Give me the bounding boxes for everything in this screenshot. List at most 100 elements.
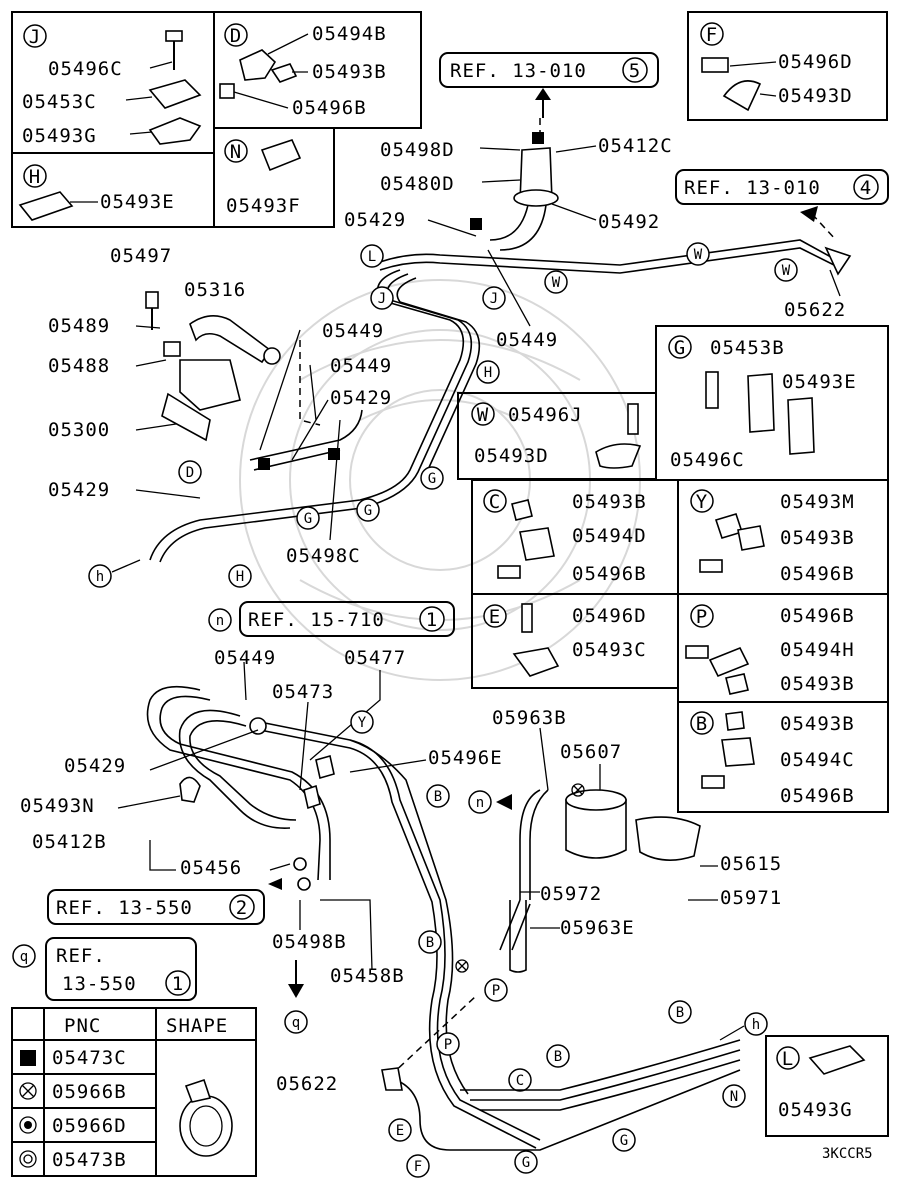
label-05622-lower: 05622 [276, 1073, 338, 1095]
label-05429-left: 05429 [48, 479, 110, 501]
svg-text:J: J [378, 291, 386, 307]
bracket-icon [824, 246, 852, 276]
callout-g-1: G [420, 466, 444, 490]
box-l [765, 1035, 889, 1137]
diagram-code: 3KCCR5 [822, 1146, 873, 1162]
box-y-part-2: 05493B [780, 527, 855, 549]
label-05488: 05488 [48, 355, 110, 377]
clip-icon [787, 397, 815, 455]
box-h [11, 152, 215, 228]
clip-icon [260, 139, 302, 172]
label-05412B: 05412B [32, 831, 107, 853]
box-j-part-2: 05453C [22, 91, 97, 113]
arrow-icon [268, 878, 282, 890]
ref-13-010-4-number: 4 [860, 177, 872, 199]
ref-13-550-1[interactable] [45, 937, 197, 1001]
arrow-icon [719, 1025, 745, 1041]
clip-icon [725, 673, 749, 695]
clamp-icon [148, 79, 202, 109]
box-c-letter: C [489, 491, 501, 513]
svg-text:G: G [304, 511, 312, 527]
box-j-badge [23, 24, 47, 48]
label-05489: 05489 [48, 315, 110, 337]
legend-row-4: 05473B [52, 1149, 127, 1171]
callout-p-2: P [436, 1032, 460, 1056]
callout-q-left[interactable]: q [12, 944, 36, 968]
callout-y: Y [350, 710, 374, 734]
box-p-letter: P [696, 606, 708, 628]
label-05477: 05477 [344, 647, 406, 669]
callout-e: E [388, 1118, 412, 1142]
clip-icon [179, 776, 201, 803]
bolt-icon [315, 754, 335, 780]
callout-n-top[interactable]: n [208, 608, 232, 632]
ref-15-710-1[interactable] [239, 601, 455, 637]
svg-text:L: L [368, 249, 376, 265]
crossed-circle-icon [19, 1082, 37, 1100]
bolt-icon [705, 371, 719, 409]
label-05615: 05615 [720, 853, 782, 875]
box-d-letter: D [230, 25, 242, 47]
callout-w-3: W [774, 258, 798, 282]
ref-13-010-4[interactable] [675, 169, 889, 205]
callout-w-1: W [544, 270, 568, 294]
bolt-icon [219, 83, 235, 99]
callout-d-1: D [178, 460, 202, 484]
callout-g-5: G [514, 1150, 538, 1174]
double-circle-icon [19, 1150, 37, 1168]
box-e-part-1: 05496D [572, 605, 647, 627]
box-j-part-3: 05493G [22, 125, 97, 147]
box-d-part-2: 05493B [312, 61, 387, 83]
filled-dot-circle-icon [19, 1116, 37, 1134]
legend-row-2: 05966B [52, 1081, 127, 1103]
box-j-letter: J [29, 26, 41, 48]
svg-text:G: G [522, 1155, 530, 1171]
box-p-part-3: 05493B [780, 673, 855, 695]
svg-text:D: D [186, 465, 194, 481]
callout-j-1: J [370, 286, 394, 310]
label-05473: 05473 [272, 681, 334, 703]
callout-h-right[interactable]: h [744, 1012, 768, 1036]
ref-13-550-2[interactable] [47, 889, 265, 925]
svg-text:C: C [516, 1073, 524, 1089]
label-05492: 05492 [598, 211, 660, 233]
box-e-part-2: 05493C [572, 639, 647, 661]
svg-text:W: W [782, 263, 791, 279]
ref-13-550-1-line2: 13-550 [62, 973, 137, 995]
ref-13-010-4-text: REF. 13-010 [684, 177, 821, 199]
ref-13-010-5-number: 5 [629, 60, 641, 82]
bracket-icon [747, 373, 775, 433]
ref-13-010-5[interactable] [439, 52, 659, 88]
label-05480D: 05480D [380, 173, 455, 195]
callout-n-mid[interactable]: n [468, 790, 492, 814]
legend-row-1: 05473C [52, 1047, 127, 1069]
svg-text:h: h [752, 1017, 760, 1033]
callout-g-3: G [296, 506, 320, 530]
box-p-part-1: 05496B [780, 605, 855, 627]
ref-13-550-2-text: REF. 13-550 [56, 897, 193, 919]
ref-15-710-1-text: REF. 15-710 [248, 609, 385, 631]
callout-q-lower[interactable]: q [284, 1010, 308, 1034]
label-05458B: 05458B [330, 965, 405, 987]
callout-h-lower[interactable]: h [88, 564, 112, 588]
hose-clamp-icon [179, 1078, 233, 1157]
box-d-part-1: 05494B [312, 23, 387, 45]
callout-b-3: B [546, 1044, 570, 1068]
callout-b-4: B [668, 1000, 692, 1024]
callout-c: C [508, 1068, 532, 1092]
svg-text:B: B [434, 789, 442, 805]
label-05449-upper: 05449 [322, 320, 384, 342]
box-e-letter: E [489, 606, 501, 628]
callout-l: L [360, 244, 384, 268]
svg-text:h: h [96, 569, 104, 585]
box-w-part-1: 05496J [508, 404, 583, 426]
box-f-part-1: 05496D [778, 51, 853, 73]
solid-square-icon [20, 1050, 36, 1066]
arrow-down-icon [288, 984, 304, 998]
box-y-part-1: 05493M [780, 491, 855, 513]
bolt-icon [303, 784, 321, 810]
box-y-letter: Y [696, 491, 708, 513]
clip-icon [18, 191, 74, 221]
box-f-badge [700, 22, 724, 46]
